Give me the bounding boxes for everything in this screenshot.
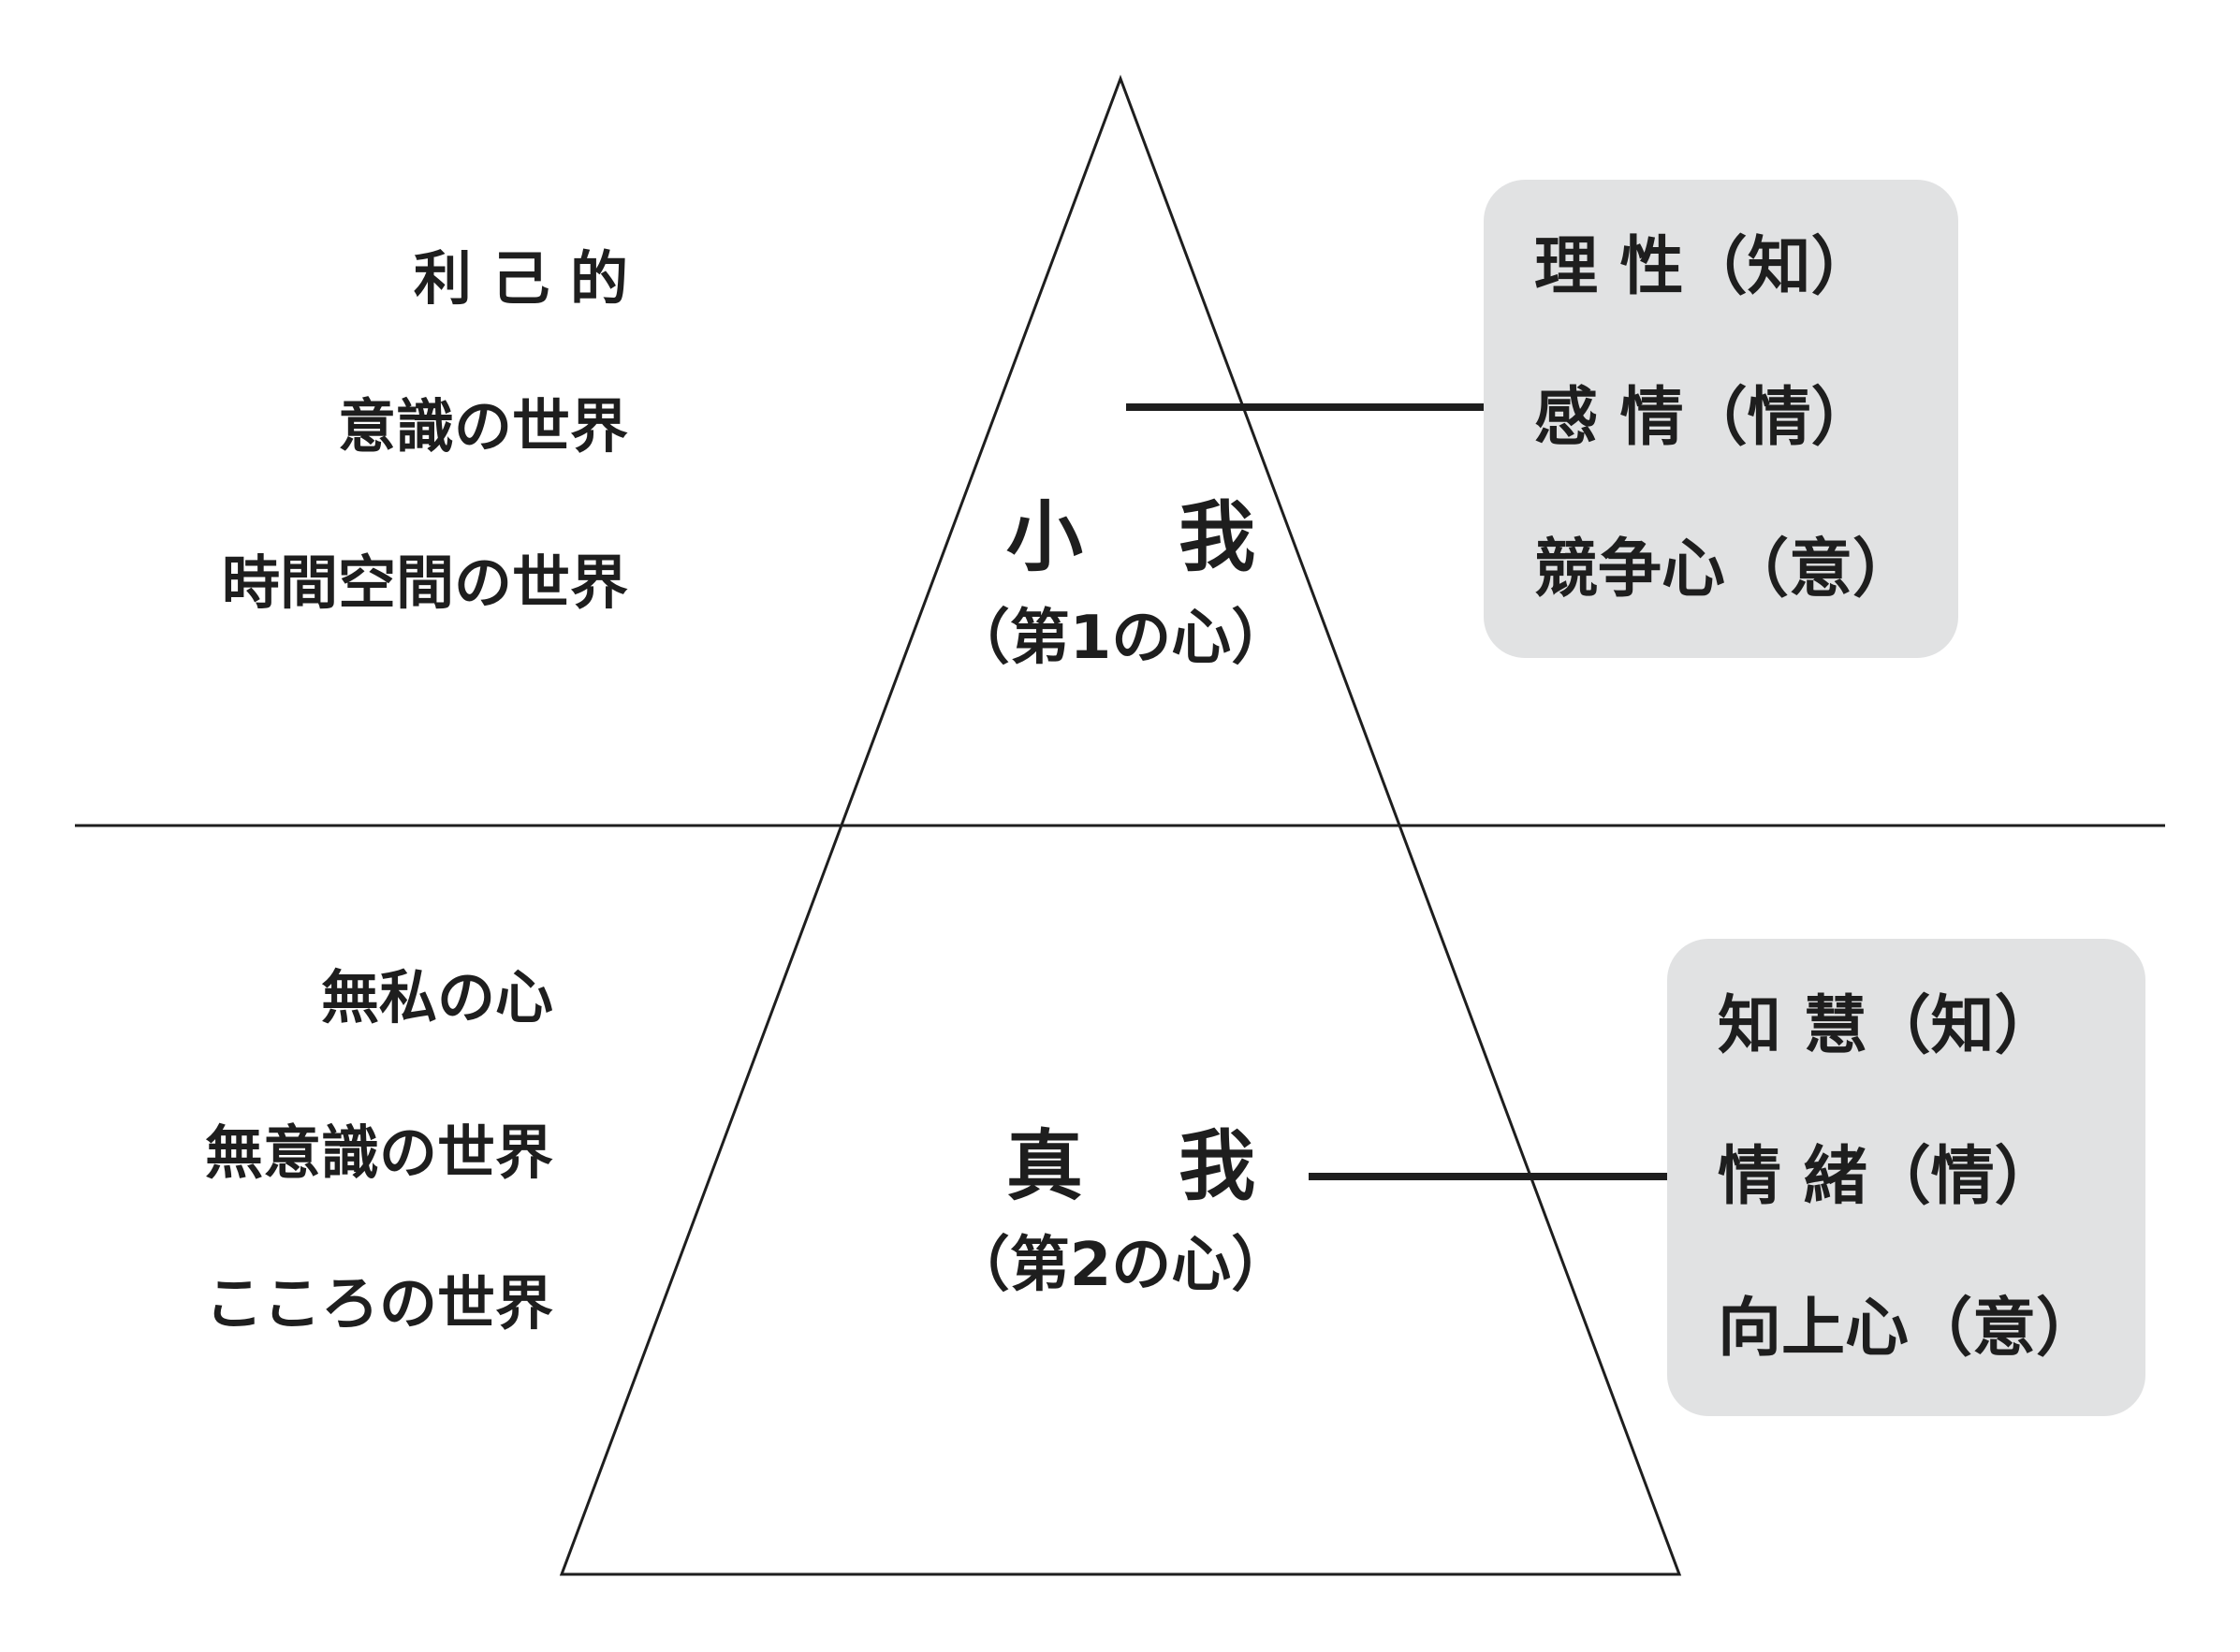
lower-left-label-2: 無意識の世界 [204, 1118, 553, 1187]
upper-left-label-2: 意識の世界 [337, 392, 628, 461]
lower-box-item-3: 向上心（意） [1718, 1292, 2101, 1366]
lower-center-subtitle: （第2の心） [949, 1231, 1292, 1300]
lower-left-label-3: こころの世界 [204, 1269, 553, 1338]
upper-box-item-1: 理 性（知） [1534, 230, 1875, 304]
lower-attribute-box: 知 慧（知） 情 緒（情） 向上心（意） [1667, 939, 2145, 1416]
upper-box-item-3: 競争心（意） [1534, 533, 1917, 607]
upper-center-subtitle: （第1の心） [949, 604, 1292, 673]
lower-box-item-2: 情 緒（情） [1718, 1140, 2058, 1214]
upper-center-title: 小 我 [1005, 493, 1291, 582]
upper-box-item-2: 感 情（情） [1534, 381, 1875, 455]
upper-left-label-3: 時間空間の世界 [221, 548, 628, 617]
lower-left-label-1: 無私の心 [320, 963, 553, 1031]
upper-left-label-1: 利 己 的 [413, 244, 628, 313]
lower-box-item-1: 知 慧（知） [1718, 989, 2058, 1063]
lower-center-title: 真 我 [1005, 1122, 1291, 1211]
upper-attribute-box: 理 性（知） 感 情（情） 競争心（意） [1484, 180, 1958, 658]
